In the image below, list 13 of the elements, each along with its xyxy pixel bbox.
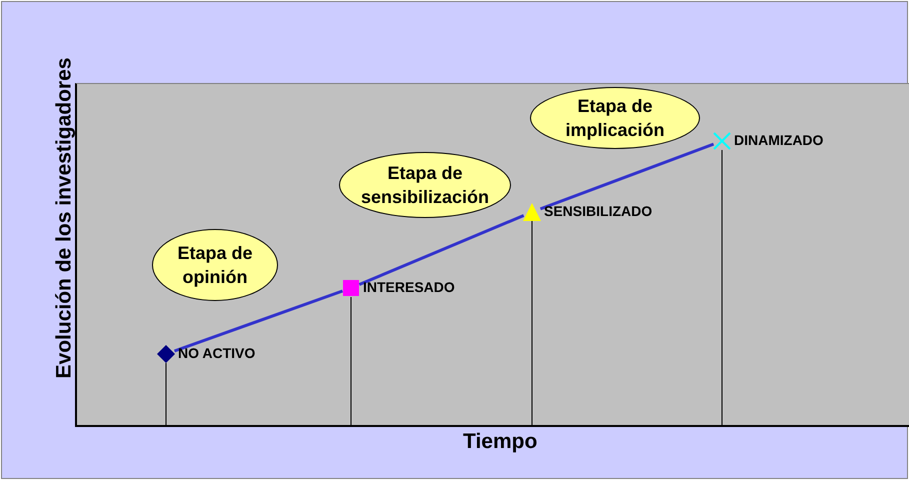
trend-line [540,142,714,210]
trend-line [174,290,344,352]
axis-title: Tiempo [463,430,538,454]
triangle-marker [523,203,541,221]
point-label: SENSIBILIZADO [544,203,652,219]
point-label: INTERESADO [363,279,455,295]
diamond-marker [157,345,175,363]
square-marker [342,279,360,297]
trend-line [358,214,524,286]
cross-marker [713,132,731,150]
point-label: NO ACTIVO [178,345,256,361]
axis-title: Evolución de los investigadores [52,58,76,378]
point-label: DINAMIZADO [734,132,824,148]
